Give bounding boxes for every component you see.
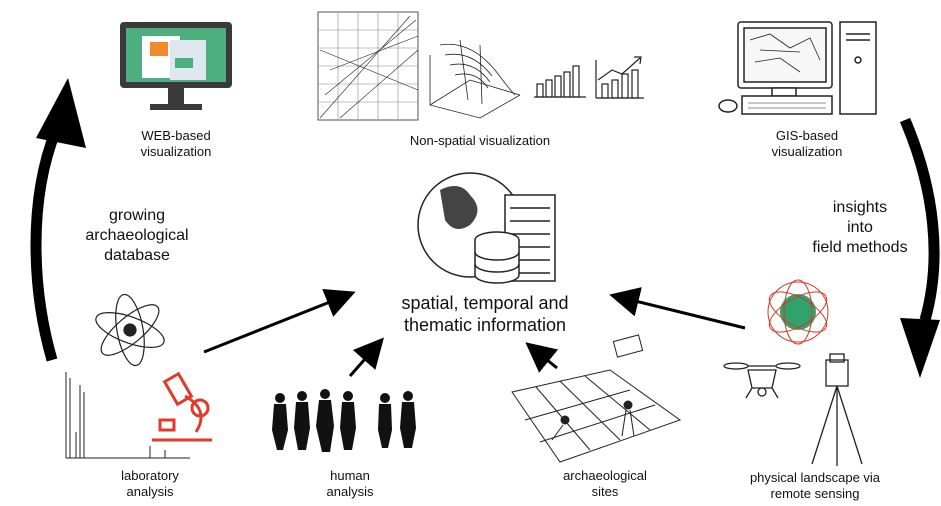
satellite-globe-icon: [767, 279, 829, 345]
excavation-site-icon: [511, 334, 682, 463]
monitor-icon: [120, 22, 232, 110]
spectrum-plot-icon: [65, 372, 190, 459]
label-non-spatial-visualization: Non-spatial visualization: [409, 133, 551, 148]
arrow-human-to-center: [348, 337, 384, 377]
trend-chart-icon: [595, 56, 644, 99]
globe-server-icon: [417, 172, 556, 284]
desktop-computer-icon: [718, 21, 877, 115]
human-figures-icon: [272, 389, 416, 452]
arrow-landscape-to-center: [609, 287, 746, 330]
graph-paper-icon: [317, 11, 419, 121]
left-cycle-arrow: [30, 78, 86, 362]
right-cycle-arrow: [899, 117, 940, 378]
microscope-icon: [152, 371, 212, 442]
bar-chart-icon: [534, 65, 586, 98]
drone-icon: [723, 362, 801, 399]
arrow-sites-to-center: [525, 342, 559, 373]
3d-surface-plot-icon: [429, 39, 521, 119]
total-station-icon: [811, 353, 863, 466]
atom-icon: [95, 293, 165, 367]
arrow-lab-to-center: [203, 288, 356, 354]
